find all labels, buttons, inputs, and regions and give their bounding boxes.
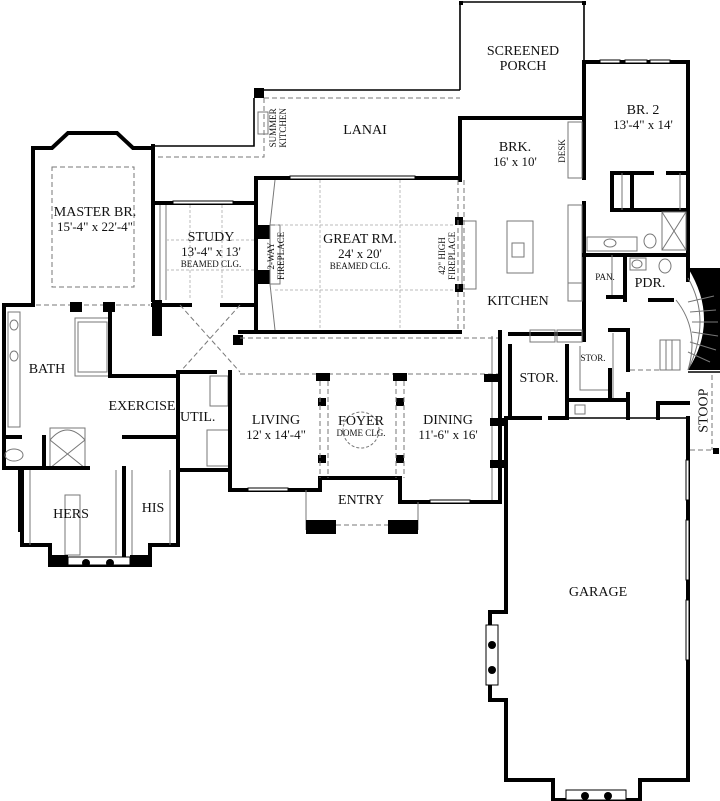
label-desk: DESK [557,139,568,163]
room-garage: GARAGE [568,585,628,600]
closets-walls [20,466,180,567]
label-2-way-fireplace: 2-WAY FIREPLACE [266,231,286,280]
room-kitchen: KITCHEN [487,294,549,309]
garage-walls [485,416,690,801]
room-screened-porch: SCREENED PORCH [486,44,560,75]
bath-walls [2,303,180,532]
room-brk: BRK. 16' x 10' [493,140,537,170]
room-living: LIVING 12' x 14'-4" [246,413,306,443]
room-lanai: LANAI [343,123,387,138]
stoop-outline [688,371,720,454]
room-master-br: MASTER BR. 15'-4" x 22'-4" [53,205,137,235]
room-summer-kitchen: SUMMER KITCHEN [268,108,288,148]
room-his: HIS [141,501,165,516]
lanai-outline [153,88,460,158]
room-study: STUDY 13'-4" x 13' BEAMED CLG. [180,230,242,269]
room-hers: HERS [53,507,89,522]
room-exercise: EXERCISE [108,399,176,414]
room-br2: BR. 2 13'-4" x 14' [613,103,673,133]
kitchen-walls [455,60,586,342]
room-foyer: FOYER DOME CLG. [336,414,386,439]
br2-walls [582,59,690,302]
hall-crossing [152,300,243,373]
room-dining: DINING 11'-6" x 16' [418,413,478,443]
room-great-rm: GREAT RM. 24' x 20' BEAMED CLG. [323,232,397,271]
room-util: UTIL. [180,410,216,425]
study-walls [151,144,258,307]
screened-porch-outline [459,1,586,90]
room-bath: BATH [28,362,66,377]
label-42-high-fireplace: 42" HIGH FIREPLACE [437,231,457,280]
storage-walls [508,328,690,420]
room-entry: ENTRY [338,493,384,508]
room-stoop: STOOP [696,388,712,433]
room-storage-small: STOR. [580,353,606,363]
living-foyer-dining-walls [228,330,506,504]
entry-walls [305,490,419,534]
room-storage-large: STOR. [519,371,559,386]
room-pantry: PAN. [595,272,615,282]
room-powder: PDR. [634,276,666,291]
curved-staircase [630,268,720,371]
